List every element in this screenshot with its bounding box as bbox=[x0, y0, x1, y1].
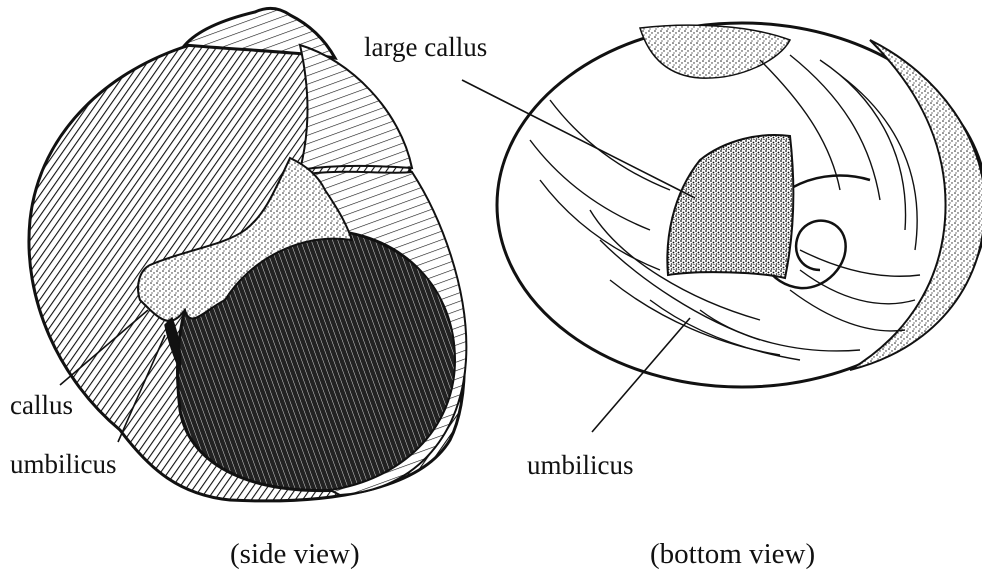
side-shell-upper-whorl bbox=[300, 45, 412, 170]
label-umbilicus-right: umbilicus bbox=[527, 452, 634, 479]
label-umbilicus-left: umbilicus bbox=[10, 451, 117, 478]
label-callus: callus bbox=[10, 392, 73, 419]
caption-side-view: (side view) bbox=[230, 540, 360, 569]
bottom-view-shell bbox=[497, 23, 982, 387]
label-large-callus: large callus bbox=[364, 34, 487, 61]
side-view-shell bbox=[29, 8, 466, 500]
caption-bottom-view: (bottom view) bbox=[650, 540, 815, 569]
